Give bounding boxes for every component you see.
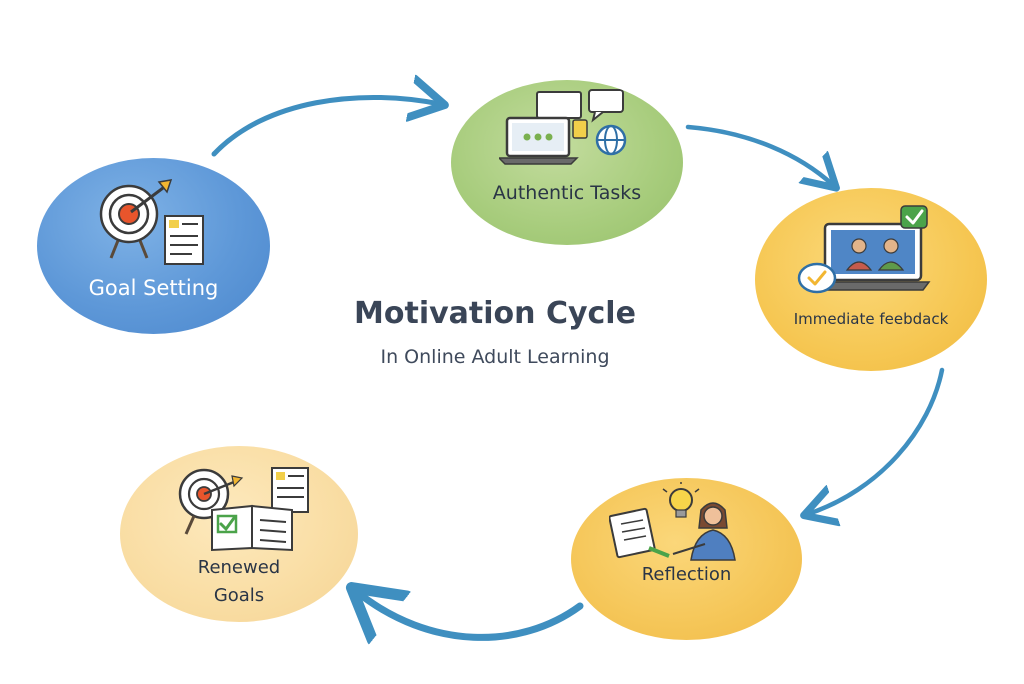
node-authentic-tasks: Authentic Tasks [451, 80, 683, 245]
diagram-title: Motivation Cycle [354, 296, 636, 331]
node-label: Goal Setting [88, 276, 219, 300]
video-call-checkmark-icon [797, 205, 931, 294]
arrow-reflection-to-renewed [357, 592, 584, 637]
person-lightbulb-notebook-icon [609, 482, 736, 561]
node-goal-setting: Goal Setting [37, 158, 270, 334]
arrow-goal-to-tasks [211, 97, 440, 157]
arrow-feedback-to-reflection [808, 367, 945, 514]
node-label-line-1: Renewed [197, 557, 281, 578]
node-label: Renewed Goals [120, 554, 358, 610]
target-document-icon [99, 179, 204, 265]
node-immediate-feedback: Immediate feebdack [755, 188, 987, 371]
node-label: Immediate feebdack [793, 310, 949, 328]
node-reflection: Reflection [571, 478, 802, 640]
target-checklist-icon [178, 467, 309, 552]
node-renewed-goals: Renewed Goals [120, 446, 358, 622]
node-label: Authentic Tasks [492, 182, 642, 204]
node-label: Reflection [641, 564, 732, 585]
laptop-chat-globe-icon [499, 89, 627, 165]
node-label-line-2: Goals [213, 585, 265, 606]
arrow-tasks-to-feedback [685, 124, 833, 185]
diagram-subtitle: In Online Adult Learning [380, 346, 610, 368]
